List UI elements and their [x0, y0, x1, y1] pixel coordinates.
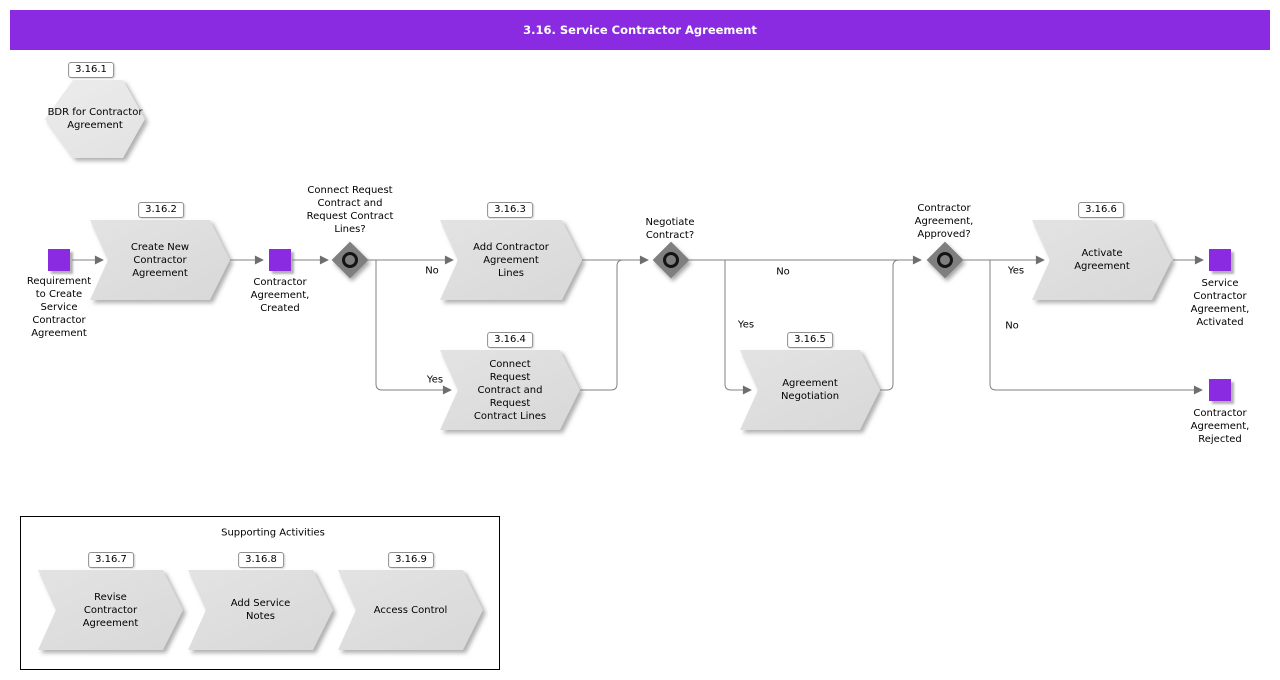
badge-3-16-9: 3.16.9 [388, 552, 434, 568]
page-title: 3.16. Service Contractor Agreement [523, 23, 757, 37]
event-agreement-created[interactable] [269, 249, 291, 271]
task-access-control[interactable]: Access Control [338, 570, 483, 650]
task-label: Access Control [373, 604, 448, 616]
node-bdr-for-contractor-agreement[interactable] [45, 80, 145, 158]
chevron-shape: Add Service Notes [188, 570, 333, 650]
task-activate-agreement[interactable]: Activate Agreement [1032, 220, 1172, 300]
task-label: Add Contractor Agreement Lines [473, 241, 549, 279]
edge-label-g2-no: No [776, 266, 790, 278]
hexagon-label: BDR for Contractor Agreement [47, 107, 143, 131]
task-connect-request-contract-lines[interactable]: Connect Request Contract and Request Con… [440, 350, 580, 430]
event-rejected-label: Contractor Agreement, Rejected [1190, 408, 1250, 445]
task-agreement-negotiation[interactable]: Agreement Negotiation [740, 350, 880, 430]
task-label: Connect Request Contract and Request Con… [473, 358, 547, 422]
chevron-shape: Access Control [338, 570, 483, 650]
chevron-shape: Revise Contractor Agreement [38, 570, 183, 650]
gateway-ring-icon [937, 252, 953, 268]
badge-3-16-3: 3.16.3 [487, 202, 533, 218]
event-requirement-label: Requirement to Create Service Contractor… [26, 276, 92, 339]
task-label: Activate Agreement [1074, 248, 1130, 272]
task-label: Add Service Notes [230, 598, 291, 622]
task-label: Create New Contractor Agreement [130, 241, 190, 279]
gateway2-label: Negotiate Contract? [645, 217, 695, 241]
event-created-label: Contractor Agreement, Created [250, 277, 310, 314]
badge-3-16-2: 3.16.2 [138, 202, 184, 218]
task-revise-contractor-agreement[interactable]: Revise Contractor Agreement [38, 570, 183, 650]
edge-negotiation-merge [880, 259, 900, 391]
chevron-shape: Connect Request Contract and Request Con… [440, 350, 580, 430]
gateway-ring-icon [342, 252, 358, 268]
event-agreement-activated[interactable] [1209, 249, 1231, 271]
edge-connect-merge [580, 259, 624, 391]
chevron-shape: Add Contractor Agreement Lines [440, 220, 582, 300]
edge-label-g3-no: No [1005, 320, 1019, 332]
gateway3-label: Contractor Agreement, Approved? [914, 203, 974, 240]
chevron-shape: Agreement Negotiation [740, 350, 880, 430]
badge-3-16-7: 3.16.7 [88, 552, 134, 568]
gateway-negotiate-contract[interactable] [652, 241, 690, 279]
event-activated-label: Service Contractor Agreement, Activated [1190, 278, 1250, 328]
event-agreement-rejected[interactable] [1209, 379, 1231, 401]
badge-3-16-6: 3.16.6 [1078, 202, 1124, 218]
edge-label-g1-no: No [425, 265, 439, 277]
event-requirement-start[interactable] [48, 249, 70, 271]
edge-label-g3-yes: Yes [1007, 265, 1025, 277]
gateway-agreement-approved[interactable] [926, 241, 964, 279]
edge-gateway3-no-to-rejected [989, 260, 1203, 395]
task-label: Agreement Negotiation [780, 378, 840, 402]
chevron-shape: Activate Agreement [1032, 220, 1172, 300]
edge-gateway2-yes-to-negotiation [724, 260, 752, 395]
badge-3-16-5: 3.16.5 [787, 332, 833, 348]
badge-3-16-4: 3.16.4 [487, 332, 533, 348]
task-add-service-notes[interactable]: Add Service Notes [188, 570, 333, 650]
badge-3-16-8: 3.16.8 [238, 552, 284, 568]
supporting-title: Supporting Activities [221, 527, 325, 539]
edge-gateway1-yes-to-connect [375, 260, 452, 395]
edge-label-g1-yes: Yes [426, 374, 444, 386]
task-create-new-contractor-agreement[interactable]: Create New Contractor Agreement [90, 220, 230, 300]
gateway-ring-icon [663, 252, 679, 268]
task-add-contractor-agreement-lines[interactable]: Add Contractor Agreement Lines [440, 220, 582, 300]
gateway1-label: Connect Request Contract and Request Con… [306, 185, 394, 235]
edge-label-g2-yes: Yes [737, 319, 755, 331]
chevron-shape: Create New Contractor Agreement [90, 220, 230, 300]
badge-3-16-1: 3.16.1 [68, 62, 114, 78]
task-label: Revise Contractor Agreement [82, 591, 139, 629]
gateway-connect-request-contract[interactable] [331, 241, 369, 279]
title-bar: 3.16. Service Contractor Agreement [10, 10, 1270, 50]
